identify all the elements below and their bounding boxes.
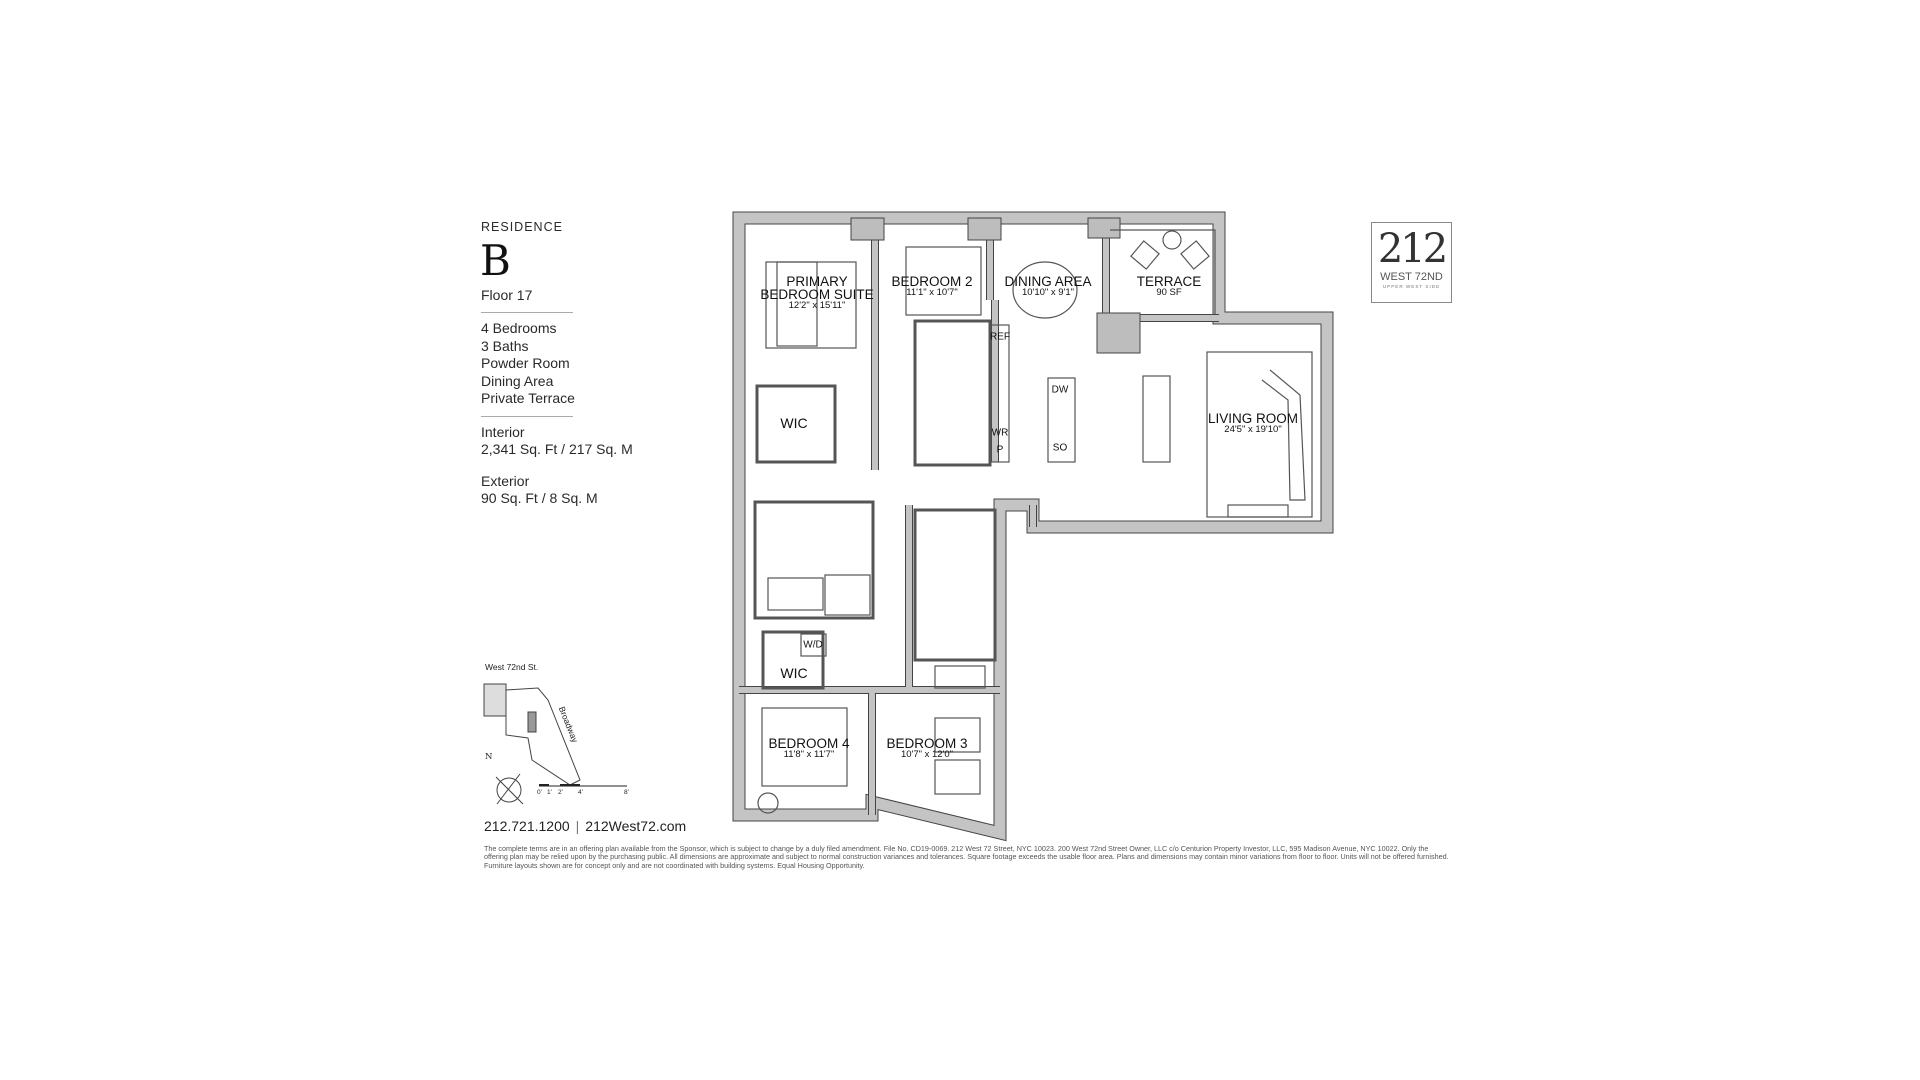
room-name: BEDROOM 4	[768, 736, 850, 751]
bedroom3-bed	[934, 759, 981, 795]
washer-dryer-label: W/D	[803, 639, 823, 651]
wic-label: WIC	[780, 665, 808, 681]
room-dimensions: 11'1" x 10'7"	[906, 287, 958, 298]
room-terrace: TERRACE 90 SF	[1137, 275, 1202, 298]
logo-line1: WEST 72ND	[1380, 271, 1443, 283]
terrace-edge	[1110, 229, 1216, 314]
scale-bar	[539, 784, 627, 787]
column	[1096, 312, 1141, 354]
scale-label: 1'	[547, 789, 552, 796]
scale-label: 8'	[624, 789, 629, 796]
room-name: TERRACE	[1136, 274, 1202, 289]
scale-label: 0'	[537, 789, 542, 796]
room-dimensions: 24'5" x 19'10"	[1224, 424, 1282, 435]
room-name: BEDROOM 2	[891, 274, 973, 289]
floor-label: Floor 17	[481, 286, 533, 303]
divider	[481, 312, 573, 313]
feature-item: 4 Bedrooms	[481, 320, 557, 336]
room-name: PRIMARY	[786, 274, 848, 289]
bedroom2-bed	[905, 246, 982, 316]
washer-dryer	[800, 633, 827, 657]
logo-line2: UPPER WEST SIDE	[1382, 284, 1441, 289]
north-compass	[495, 773, 524, 805]
kitchen-counter	[990, 324, 1010, 463]
kitchen-island	[1047, 377, 1076, 463]
disclaimer: The complete terms are in an offering pl…	[484, 844, 1449, 870]
terrace-table	[1162, 230, 1182, 250]
room-dimensions: 12'2" x 15'11"	[788, 300, 846, 311]
separator: |	[575, 818, 580, 834]
column	[850, 217, 885, 241]
room-bedroom-3: BEDROOM 3 10'7" x 12'0"	[886, 737, 967, 760]
room-name: BEDROOM SUITE	[760, 287, 874, 302]
residence-info: RESIDENCE B Floor 17 4 Bedrooms 3 Baths …	[480, 219, 633, 508]
wic-primary	[755, 384, 837, 464]
round-table	[1012, 261, 1078, 319]
room-name: BEDROOM 3	[886, 736, 968, 751]
pantry-label: P	[996, 444, 1004, 456]
room-dimensions: 10'10" x 9'1"	[1021, 287, 1075, 298]
dishwasher-label: DW	[1051, 384, 1069, 396]
dining-table	[1142, 375, 1171, 463]
ottoman	[757, 792, 779, 814]
wine-refrigerator-label: WR	[991, 427, 1009, 439]
wic-2	[761, 630, 825, 690]
terrace-chair	[1130, 240, 1160, 270]
room-dimensions: 11'8" x 11'7"	[783, 749, 835, 760]
primary-bed-mattress	[776, 261, 818, 347]
divider	[481, 415, 573, 417]
terrace-chair	[1180, 240, 1210, 270]
bath-tub	[767, 577, 824, 611]
building-logo: 212 WEST 72ND UPPER WEST SIDE	[1371, 222, 1452, 303]
room-primary-bedroom: PRIMARY BEDROOM SUITE 12'2" x 15'11"	[760, 275, 873, 311]
wic-label: WIC	[780, 415, 808, 431]
room-bedroom-4: BEDROOM 4 11'8" x 11'7"	[768, 737, 849, 760]
interior-label: Interior	[481, 423, 525, 440]
exterior-label: Exterior	[481, 472, 530, 489]
bath-3	[913, 508, 997, 662]
room-dimensions: 90 SF	[1156, 287, 1182, 298]
column	[1087, 217, 1121, 239]
scale-label: 2'	[558, 789, 563, 796]
room-name: LIVING ROOM	[1207, 411, 1299, 426]
street-label: West 72nd St.	[485, 662, 539, 672]
north-label: N	[485, 752, 493, 762]
shower	[824, 574, 871, 616]
room-dimensions: 10'7" x 12'0"	[900, 749, 954, 760]
room-living-room: LIVING ROOM 24'5" x 19'10"	[1208, 412, 1298, 435]
feature-item: 3 Baths	[481, 337, 529, 354]
contact-line: 212.721.1200 | 212West72.com	[484, 818, 686, 834]
residence-label: RESIDENCE	[481, 220, 563, 234]
bath-2	[913, 319, 992, 467]
column	[967, 217, 1002, 241]
tv-console	[1227, 504, 1289, 518]
feature-item: Powder Room	[481, 355, 570, 371]
website-link[interactable]: 212West72.com	[585, 818, 687, 834]
exterior-value: 90 Sq. Ft / 8 Sq. M	[481, 490, 598, 506]
bedroom3-bed	[934, 717, 981, 753]
bedroom4-bed	[761, 707, 848, 787]
room-name: DINING AREA	[1004, 274, 1092, 289]
sofa	[1261, 369, 1306, 501]
primary-bath	[753, 500, 875, 620]
key-map	[483, 683, 581, 786]
scale-label: 4'	[578, 789, 583, 796]
phone-number[interactable]: 212.721.1200	[484, 818, 570, 834]
refrigerator-label: REF	[990, 331, 1010, 343]
interior-value: 2,341 Sq. Ft / 217 Sq. M	[481, 441, 633, 457]
logo-number: 212	[1377, 226, 1448, 272]
room-dining-area: DINING AREA 10'10" x 9'1"	[1004, 275, 1091, 298]
closet	[934, 665, 986, 689]
residence-letter: B	[480, 235, 511, 285]
feature-item: Private Terrace	[481, 390, 575, 406]
oven-label: SO	[1052, 442, 1068, 454]
room-bedroom-2: BEDROOM 2 11'1" x 10'7"	[891, 275, 972, 298]
feature-item: Dining Area	[481, 372, 554, 389]
